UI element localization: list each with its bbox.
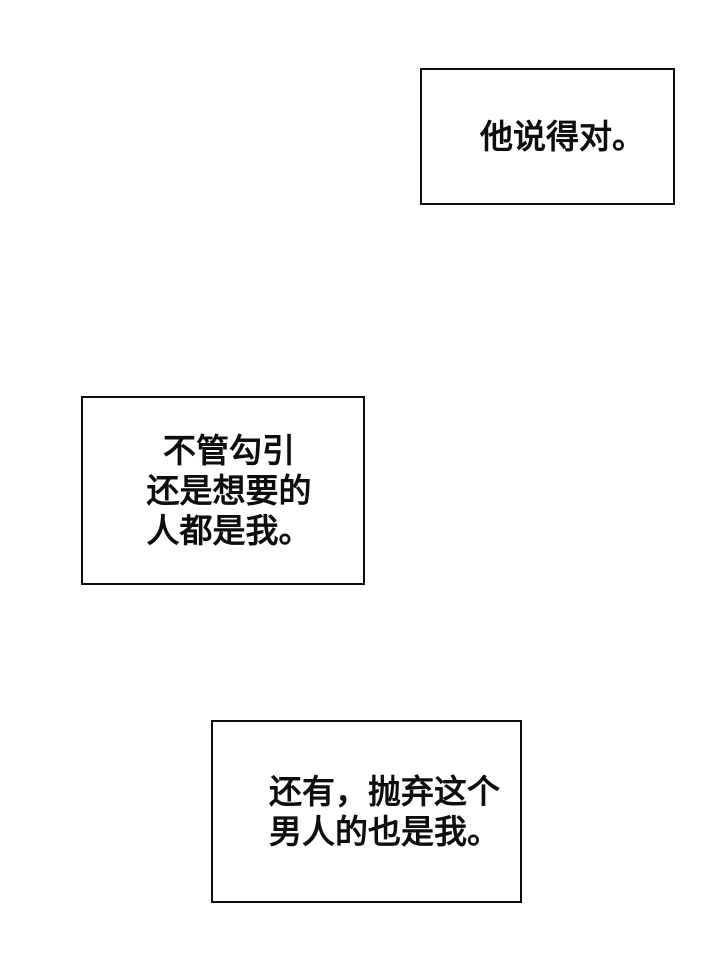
narration-line: 人都是我。 [146, 511, 312, 549]
narration-line: 还有，抛弃这个 [269, 772, 500, 810]
narration-box-1: 他说得对。 [420, 68, 675, 205]
narration-line: 不管勾引 [163, 431, 295, 469]
narration-line: 还是想要的 [146, 471, 312, 509]
narration-box-3: 还有，抛弃这个 男人的也是我。 [211, 720, 522, 903]
narration-line: 他说得对。 [480, 117, 645, 155]
narration-line: 男人的也是我。 [269, 812, 500, 850]
narration-box-2: 不管勾引 还是想要的 人都是我。 [81, 396, 365, 585]
